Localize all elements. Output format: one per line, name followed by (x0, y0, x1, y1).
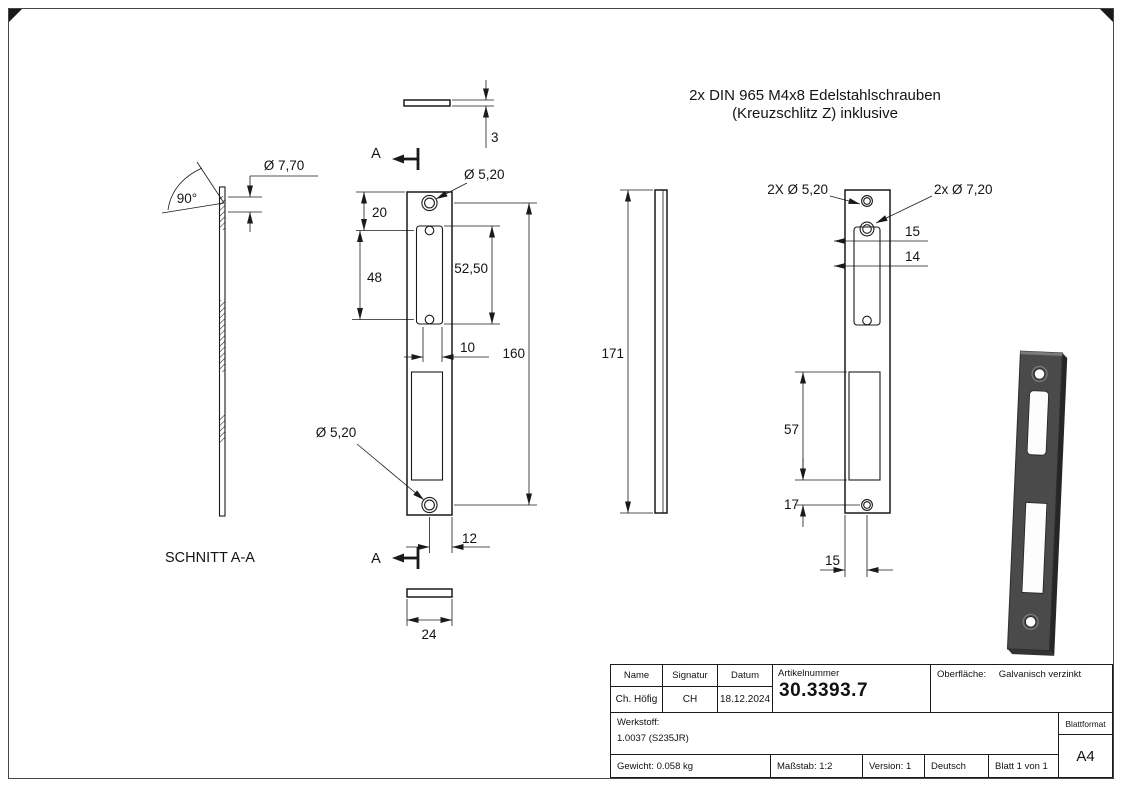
dim-15-bottom: 15 (825, 553, 840, 568)
countersink-dia-label: Ø 7,70 (264, 158, 305, 173)
dia-bottom-label: Ø 5,20 (316, 425, 357, 440)
tb-value-oberflaeche: Galvanisch verzinkt (998, 669, 1082, 680)
dim-20: 20 (372, 205, 387, 220)
tb-header-artikelnummer: Artikelnummer (778, 668, 840, 679)
title-block: Name Ch. Höfig Signatur CH Datum 18.12.2… (610, 664, 1113, 778)
iso-side-edge (1049, 352, 1068, 656)
tb-label-blattformat: Blattformat (1059, 713, 1112, 735)
tb-value-werkstoff: 1.0037 (S235JR) (617, 733, 689, 744)
iso-bolt-cutout (1021, 502, 1048, 594)
dim-24: 24 (421, 627, 437, 642)
dim-15-top: 15 (905, 224, 920, 239)
tb-header-signatur: Signatur (663, 665, 717, 687)
back-bolt-cutout (848, 371, 881, 481)
section-hatch-2 (219, 300, 225, 372)
back-view: 2X Ø 5,20 2x Ø 7,20 15 14 57 17 15 (767, 182, 993, 577)
tb-cell-werkstoff: Werkstoff: 1.0037 (S235JR) (611, 713, 1058, 755)
tb-value-datum: 18.12.2024 (719, 694, 771, 705)
iso-latch-slot (1026, 390, 1049, 456)
dim-14: 14 (905, 249, 921, 264)
note-block: 2x DIN 965 M4x8 Edelstahlschrauben (Kreu… (689, 87, 941, 122)
tb-header-name: Name (611, 665, 662, 687)
tb-value-signatur: CH (682, 694, 698, 705)
tb-cell-oberflaeche: Oberfläche: Galvanisch verzinkt (931, 665, 1112, 712)
side-plate-outline (654, 189, 668, 514)
tb-cell-version: Version: 1 (863, 755, 925, 777)
front-hole-bottom-countersink (421, 496, 438, 514)
iso-hole-bottom-ring (1022, 613, 1039, 630)
section-hatch-1 (219, 196, 225, 230)
dim-52-50: 52,50 (454, 261, 488, 276)
section-marker-bottom: A (371, 551, 381, 567)
dim-48: 48 (367, 270, 382, 285)
iso-hole-top (1033, 368, 1046, 380)
title-block-footer-row: Gewicht: 0.058 kg Maßstab: 1:2 Version: … (611, 755, 1058, 777)
tb-cell-gewicht: Gewicht: 0.058 kg (611, 755, 771, 777)
back-hole-bottom (861, 499, 873, 511)
front-bolt-cutout (410, 371, 444, 481)
dim-17: 17 (784, 497, 799, 512)
tb-label-werkstoff: Werkstoff: (617, 717, 660, 728)
section-marker-top: A (371, 146, 381, 162)
tb-cell-blatt: Blatt 1 von 1 (995, 760, 1048, 772)
front-hole-top (424, 197, 435, 209)
tb-header-oberflaeche: Oberfläche: (937, 669, 987, 680)
tb-value-name: Ch. Höfig (615, 694, 658, 705)
label-holes-large: 2x Ø 7,20 (934, 182, 993, 197)
iso-view (1006, 350, 1068, 656)
dia-top-label: Ø 5,20 (464, 167, 505, 182)
front-hole-top-countersink (421, 194, 438, 212)
side-view: 171 (601, 189, 668, 514)
countersink-angle-label: 90° (177, 191, 197, 206)
back-hole-top (861, 195, 873, 207)
back-latch-slot (853, 226, 881, 326)
note-line1: 2x DIN 965 M4x8 Edelstahlschrauben (689, 87, 941, 104)
dim-thickness: 3 (491, 130, 499, 145)
tb-value-artikelnummer: 30.3393.7 (779, 680, 869, 701)
tb-header-datum: Datum (718, 665, 772, 687)
tb-value-blattformat: A4 (1076, 747, 1095, 765)
corner-mark-left (9, 9, 22, 22)
dim-10: 10 (460, 340, 475, 355)
front-hole-bottom (424, 499, 435, 511)
sheet-frame (8, 8, 1114, 779)
front-bottom-edge-view (406, 588, 453, 598)
section-title: SCHNITT A-A (165, 550, 255, 566)
dim-171: 171 (601, 346, 624, 361)
dim-57: 57 (784, 422, 799, 437)
iso-hole-bottom (1025, 616, 1037, 628)
iso-hole-top-ring (1031, 365, 1048, 383)
tb-cell-sprache: Deutsch (925, 755, 989, 777)
note-line2: (Kreuzschlitz Z) inklusive (732, 105, 898, 122)
front-plate-outline (406, 191, 453, 516)
title-block-header-row: Name Ch. Höfig Signatur CH Datum 18.12.2… (611, 665, 1112, 713)
tb-cell-massstab: Maßstab: 1:2 (771, 755, 863, 777)
dim-160: 160 (502, 346, 525, 361)
back-hole-countersink (859, 221, 875, 237)
corner-mark-right (1100, 9, 1113, 22)
section-hatch-3 (219, 415, 225, 443)
dim-12: 12 (462, 531, 477, 546)
label-holes-small: 2X Ø 5,20 (767, 182, 828, 197)
section-view: 90° Ø 7,70 SCHNITT A-A (161, 158, 318, 566)
back-plate-outline (844, 189, 891, 514)
front-top-edge-view (403, 99, 451, 107)
front-view: 3 A A Ø 5,20 20 48 (316, 80, 537, 642)
iso-top-highlight (1020, 351, 1063, 356)
front-latch-slot (415, 225, 444, 325)
